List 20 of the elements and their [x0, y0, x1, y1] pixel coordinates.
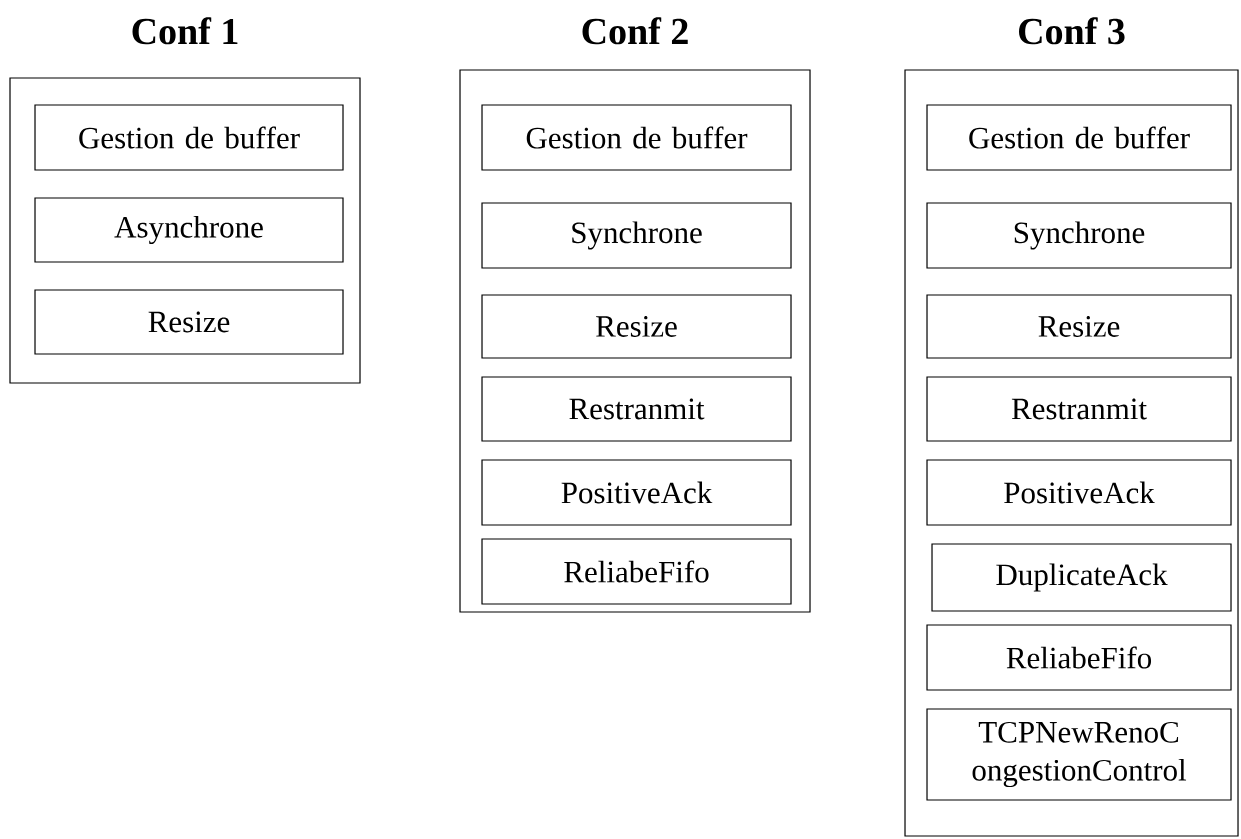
- module-box: DuplicateAck: [931, 543, 1232, 612]
- module-box: PositiveAck: [926, 459, 1232, 526]
- module-box: ReliabeFifo: [481, 538, 792, 605]
- group-heading: Conf 1: [132, 17, 238, 45]
- module-box: Resize: [34, 289, 344, 355]
- module-box: Resize: [481, 294, 792, 359]
- group-heading: Conf 2: [582, 17, 688, 45]
- module-box: Gestion de buffer: [926, 104, 1232, 171]
- module-box: TCPNewRenoCongestionControl: [926, 708, 1232, 801]
- module-box: Resize: [926, 294, 1232, 359]
- module-box: ReliabeFifo: [926, 624, 1232, 691]
- group-heading: Conf 3: [1019, 17, 1125, 45]
- module-box: Synchrone: [926, 202, 1232, 269]
- module-box: Asynchrone: [34, 197, 344, 263]
- module-box: Restranmit: [481, 376, 792, 442]
- module-box: Gestion de buffer: [34, 104, 344, 171]
- module-box: Gestion de buffer: [481, 104, 792, 171]
- module-box: PositiveAck: [481, 459, 792, 526]
- module-box: Restranmit: [926, 376, 1232, 442]
- module-box: Synchrone: [481, 202, 792, 269]
